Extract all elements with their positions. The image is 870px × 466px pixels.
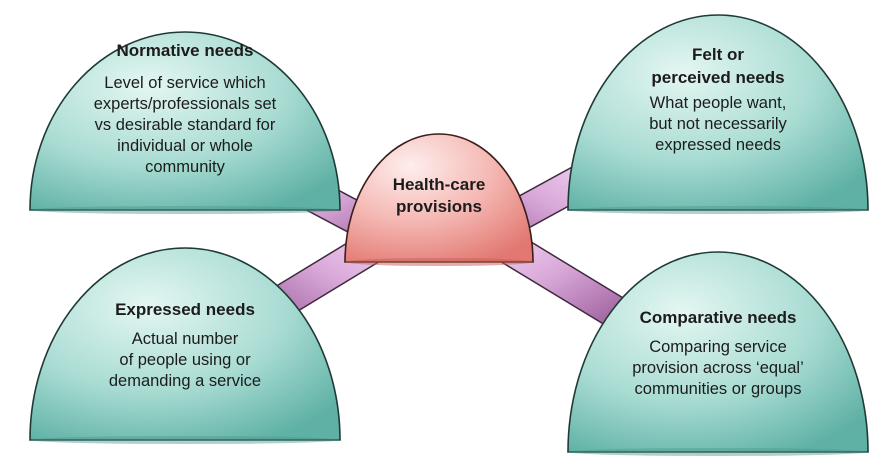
node-expressed: Expressed needs Actual number of people … [55, 299, 315, 392]
dome-normative [29, 31, 341, 214]
node-felt-title: Felt or perceived needs [651, 45, 785, 87]
node-expressed-title: Expressed needs [115, 300, 255, 319]
dome-felt [567, 14, 869, 214]
node-normative: Normative needs Level of service which e… [55, 40, 315, 178]
dome-expressed [29, 247, 341, 444]
dome-comparative [567, 251, 869, 456]
center-label: Health-care provisions [392, 175, 486, 216]
node-normative-description: Level of service which experts/professio… [93, 74, 277, 176]
node-comparative: Comparative needs Comparing service prov… [588, 307, 848, 400]
node-normative-title: Normative needs [116, 41, 254, 60]
node-comparative-title: Comparative needs [639, 308, 797, 327]
node-expressed-description: Actual number of people using or demandi… [108, 330, 262, 390]
node-felt-description: What people want, but not necessarily ex… [649, 94, 787, 154]
dome-center [344, 133, 534, 266]
node-comparative-description: Comparing service provision across ‘equa… [632, 338, 804, 398]
node-felt: Felt or perceived needs What people want… [588, 43, 848, 156]
